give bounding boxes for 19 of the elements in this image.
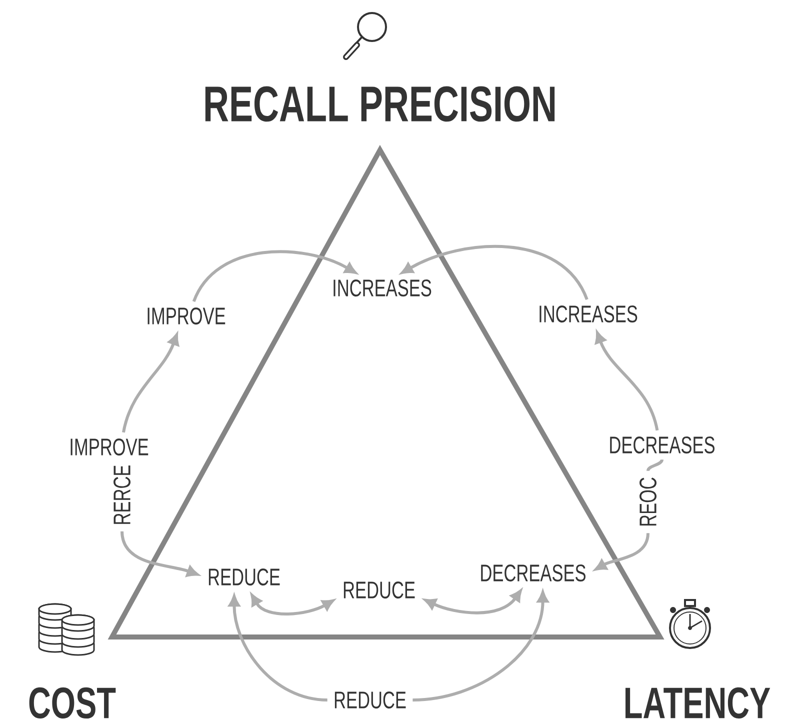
arrow-label: DECREASES [610,436,714,454]
arrow-label: RERCE [114,465,130,524]
corner-label: COST [29,687,116,719]
arrow-label: REDUCE [344,582,415,598]
arrow-label: INCREASES [540,306,638,322]
curved-arrow [401,245,588,300]
curved-arrow [122,334,179,433]
corner-label: LATENCY [626,687,770,719]
arrow-label: REOC [640,478,656,526]
curved-arrow [192,250,356,302]
curved-arrow [594,532,650,570]
arrow-label: INCREASES [334,280,432,296]
curved-arrow [595,332,659,431]
arrow-label: REDUCE [334,692,406,708]
title-label: RECALL PRECISION [205,86,555,122]
arrow-label: IMPROVE [70,438,148,456]
arrow-label: IMPROVE [148,308,226,324]
arrow-label: DECREASES [481,564,586,582]
arrow-label: REDUCE [208,568,280,586]
